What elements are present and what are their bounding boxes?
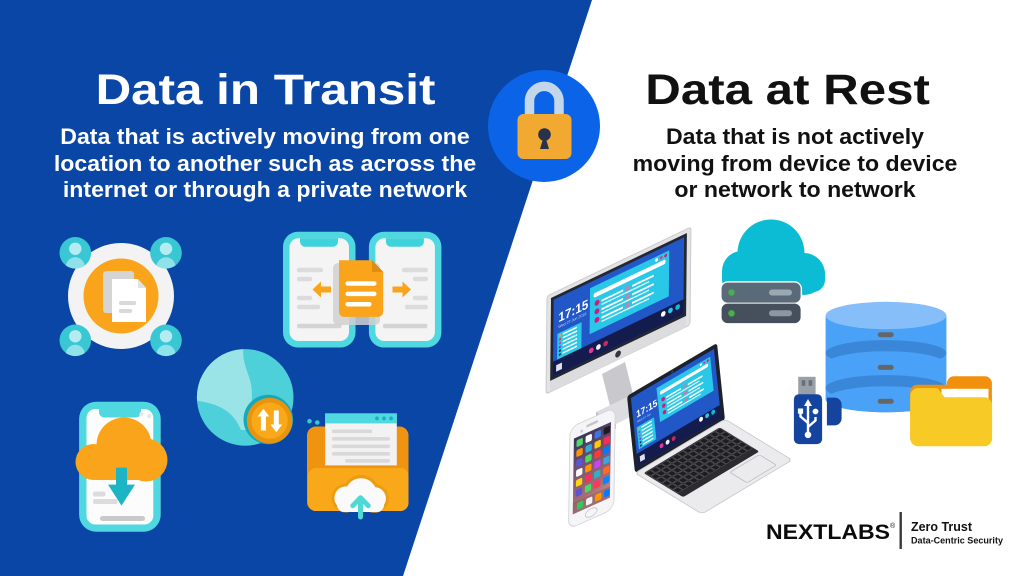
svg-text:NEXTLABS: NEXTLABS xyxy=(766,520,890,544)
svg-text:Data-Centric Security: Data-Centric Security xyxy=(911,536,1004,547)
svg-text:Zero Trust: Zero Trust xyxy=(911,519,973,534)
svg-text:®: ® xyxy=(890,522,896,530)
